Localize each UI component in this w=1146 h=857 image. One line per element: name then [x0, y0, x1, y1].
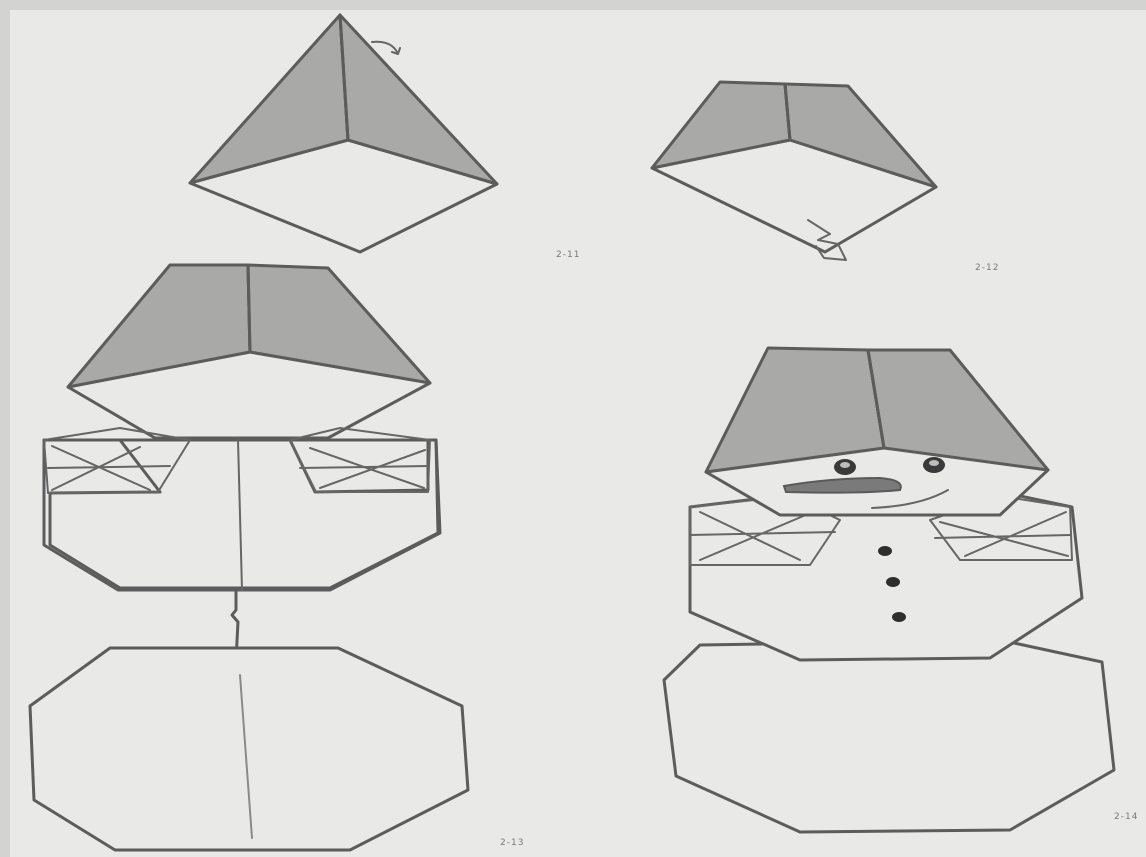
snowman-button-middle — [886, 577, 900, 587]
snowman-button-bottom — [892, 612, 906, 622]
step-d-label: 2-14 — [1114, 812, 1138, 822]
right-eye-highlight — [929, 460, 939, 466]
snowman-middle-body — [690, 496, 1082, 660]
step-c-label: 2-13 — [500, 838, 524, 848]
snowman-button-top — [878, 546, 892, 556]
step-b-label: 2-12 — [975, 263, 999, 273]
left-eye-highlight — [840, 462, 850, 468]
hat-center-crease — [248, 265, 250, 352]
base-octagon — [30, 648, 468, 850]
step-a-label: 2-11 — [556, 250, 580, 260]
